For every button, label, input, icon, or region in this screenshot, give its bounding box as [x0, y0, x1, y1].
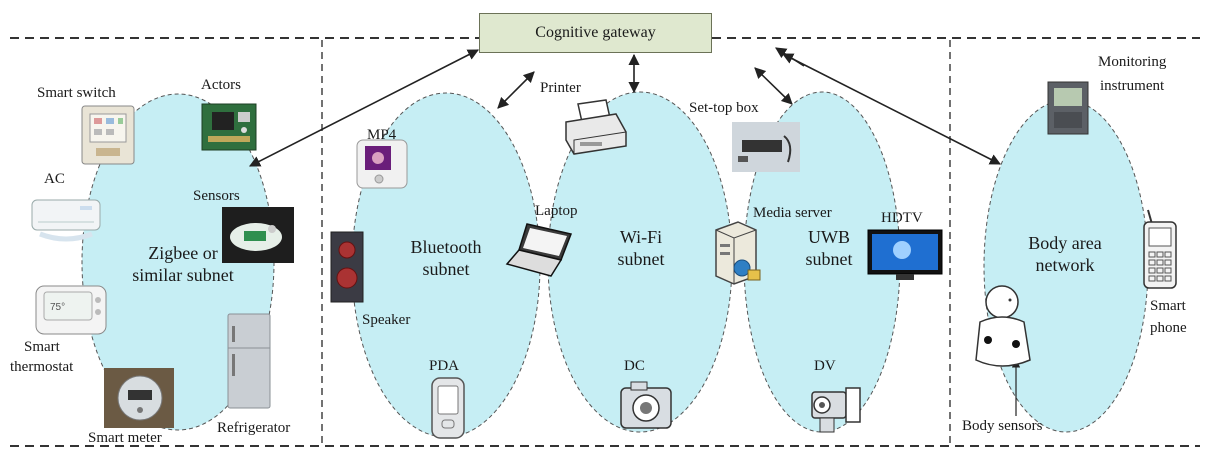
uwb-subnet-line-1: UWB [808, 227, 850, 247]
speaker-label: Speaker [362, 312, 411, 328]
smart-thermostat-icon: 75° [35, 285, 107, 335]
monitoring-instrument-label-2: instrument [1100, 78, 1165, 94]
smart-phone-label-1: Smart [1150, 298, 1186, 314]
wifi-subnet-line-2: subnet [617, 249, 665, 269]
camcorder-icon [811, 387, 861, 433]
smart-phone-label-2: phone [1150, 320, 1187, 336]
arrow-gateway-ban [782, 53, 1001, 165]
hdtv-label: HDTV [881, 210, 923, 226]
monitoring-instrument-icon [1047, 81, 1089, 135]
media-server-icon [715, 221, 761, 285]
ac-label: AC [44, 171, 65, 187]
dc-label: DC [624, 358, 645, 374]
actors-label: Actors [201, 77, 241, 93]
laptop-icon [505, 223, 573, 277]
pda-label: PDA [429, 358, 460, 374]
svg-text:75°: 75° [50, 302, 65, 313]
uwb-subnet-line-2: subnet [805, 249, 853, 269]
body-sensor-dot [1012, 340, 1020, 348]
ban-subnet-line-1: Body area [1028, 233, 1102, 253]
monitoring-instrument-label-1: Monitoring [1098, 54, 1167, 70]
hdtv-icon [867, 229, 943, 280]
air-conditioner-icon [31, 199, 101, 242]
set-top-box-icon [732, 122, 800, 172]
sensors-icon [222, 207, 294, 263]
zigbee-subnet-label: Zigbee or similar subnet [128, 242, 238, 286]
speaker-icon [330, 231, 364, 303]
printer-icon [565, 99, 627, 155]
laptop-label: Laptop [535, 203, 578, 219]
media-server-label: Media server [753, 205, 832, 221]
mp4-label: MP4 [367, 127, 397, 143]
ban-subnet-line-2: network [1035, 255, 1095, 275]
smart-switch-icon [81, 105, 135, 165]
arrow-gateway-bluetooth [497, 71, 535, 109]
wifi-subnet-label: Wi-Fi subnet [606, 226, 676, 270]
smart-phone-icon [1143, 209, 1177, 289]
smart-switch-label: Smart switch [37, 85, 116, 101]
smart-meter-label: Smart meter [88, 430, 162, 446]
cognitive-gateway-box: Cognitive gateway [479, 13, 712, 53]
zigbee-subnet-line-1: Zigbee or [148, 243, 218, 263]
cognitive-gateway-label: Cognitive gateway [535, 24, 656, 41]
smart-thermostat-label-2: thermostat [10, 359, 74, 375]
digital-camera-icon [620, 381, 672, 429]
zigbee-subnet-line-2: similar subnet [132, 265, 234, 285]
wifi-subnet-line-1: Wi-Fi [619, 227, 663, 247]
smart-thermostat-label-1: Smart [24, 339, 60, 355]
uwb-subnet-label: UWB subnet [794, 226, 864, 270]
ban-subnet-label: Body area network [1010, 232, 1120, 276]
bluetooth-subnet-line-1: Bluetooth [410, 237, 482, 257]
bluetooth-subnet-line-2: subnet [422, 259, 470, 279]
pda-icon [431, 377, 465, 439]
smart-meter-icon [104, 368, 174, 428]
refrigerator-label: Refrigerator [217, 420, 291, 436]
arrow-gateway-settop [754, 67, 793, 105]
arrow-gateway-zigbee [249, 49, 479, 167]
refrigerator-icon [227, 313, 271, 409]
set-top-box-label: Set-top box [689, 100, 759, 116]
body-sensors-label: Body sensors [962, 418, 1043, 434]
dv-label: DV [814, 358, 836, 374]
actors-board-icon [201, 103, 257, 151]
printer-label: Printer [540, 80, 581, 96]
bluetooth-subnet-label: Bluetooth subnet [396, 236, 496, 280]
mp4-player-icon [356, 139, 408, 189]
body-sensor-dot [984, 336, 992, 344]
sensors-label: Sensors [193, 188, 240, 204]
body-figure-icon [975, 285, 1031, 367]
